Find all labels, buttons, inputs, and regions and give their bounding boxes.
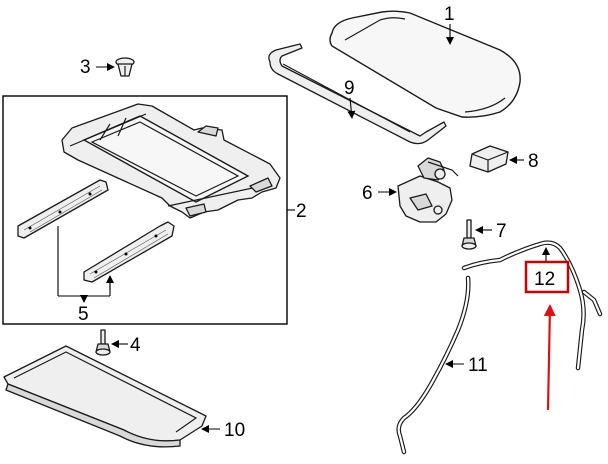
drain-hose-11 [396,275,471,455]
callout-2: 2 [296,201,307,222]
callout-12-highlight [524,260,570,294]
stud [461,219,477,250]
side-bracket-lower [83,221,175,283]
callout-8: 8 [528,151,539,172]
side-bracket-upper [17,179,109,239]
control-module [469,145,509,173]
callout-3: 3 [80,57,91,78]
callout-11: 11 [468,355,488,376]
drain-hose-12 [461,240,603,371]
callout-10: 10 [224,420,245,441]
red-pointer-arrow [543,304,556,411]
panel-seal [268,43,447,145]
callout-5: 5 [78,304,89,325]
callout-6: 6 [362,183,373,204]
push-clip [115,57,135,77]
drive-motor [397,157,459,223]
sunshade [3,345,207,448]
glass-panel [329,10,521,118]
callout-4: 4 [130,335,141,356]
leader-9 [347,97,356,119]
sunroof-frame [61,103,281,219]
callout-7: 7 [496,221,507,242]
callout-12: 12 [534,269,555,290]
bolt [95,329,111,356]
callout-9: 9 [344,78,355,99]
callout-1: 1 [444,4,455,25]
